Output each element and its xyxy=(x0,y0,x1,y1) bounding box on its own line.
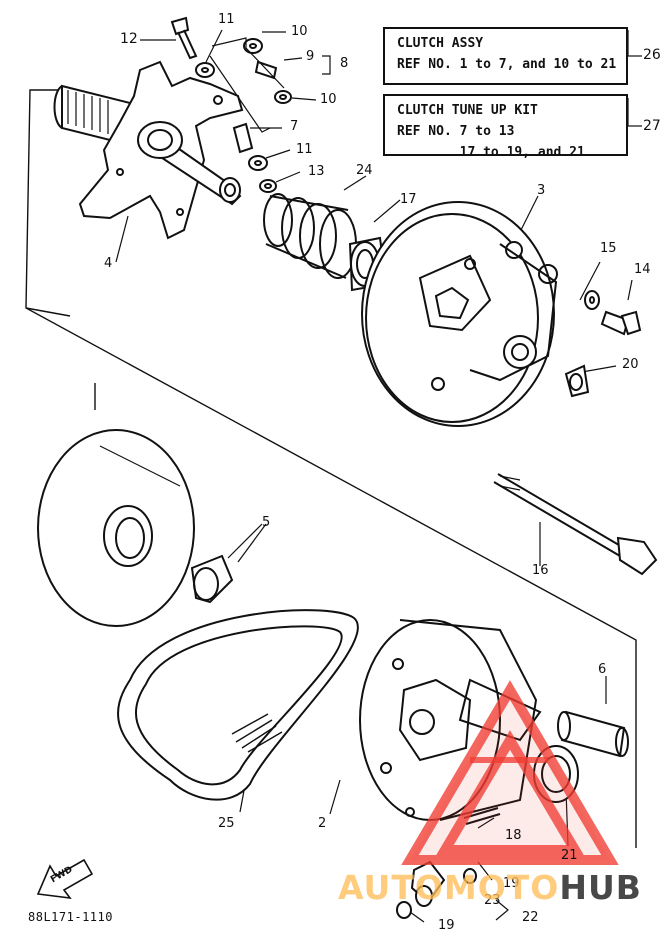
leader-lines xyxy=(115,29,642,923)
part-label-17: 17 xyxy=(400,192,417,207)
clutch-cover xyxy=(361,201,558,427)
part-label-19-bottom: 19 xyxy=(438,918,455,933)
sheave-plate xyxy=(37,429,195,627)
tune-up-kit-box: CLUTCH TUNE UP KIT REF NO. 7 to 13 17 to … xyxy=(383,94,628,160)
pin-sleeve xyxy=(557,710,629,758)
watermark-text: AUTOMOTOHUB xyxy=(338,868,642,907)
part-label-6: 6 xyxy=(598,662,607,677)
part-label-11-top: 11 xyxy=(218,12,235,27)
part-label-23: 23 xyxy=(484,893,501,908)
part-label-5: 5 xyxy=(262,515,271,530)
part-label-4: 4 xyxy=(104,256,113,271)
part-label-16: 16 xyxy=(532,563,549,578)
clutch-assy-title: CLUTCH ASSY xyxy=(397,36,484,51)
part-label-14: 14 xyxy=(634,262,651,277)
bushing xyxy=(190,554,234,604)
watermark-logo xyxy=(401,680,619,865)
part-label-24: 24 xyxy=(356,163,373,178)
ref-27-label: 27 xyxy=(643,118,661,134)
drawing-code: 88L171-1110 xyxy=(28,910,113,924)
bolt-washer-nut xyxy=(564,290,642,398)
part-label-11-mid: 11 xyxy=(296,142,313,157)
fwd-arrow xyxy=(36,858,94,900)
part-label-20: 20 xyxy=(622,357,639,372)
part-label-9: 9 xyxy=(306,49,315,64)
part-label-13: 13 xyxy=(308,164,325,179)
watermark-part-1: AUTO xyxy=(338,868,444,907)
part-label-15: 15 xyxy=(600,241,617,256)
tune-up-kit-refs-2: 17 to 19, and 21 xyxy=(397,145,585,160)
long-bolt xyxy=(493,473,658,576)
spider-hub xyxy=(53,60,244,240)
part-label-7: 7 xyxy=(290,119,299,134)
part-label-3: 3 xyxy=(537,183,546,198)
part-label-12: 12 xyxy=(120,31,138,47)
clutch-assy-refs: REF NO. 1 to 7, and 10 to 21 xyxy=(397,57,617,72)
assembly-outline xyxy=(25,89,637,848)
clutch-assy-box: CLUTCH ASSY REF NO. 1 to 7, and 10 to 21 xyxy=(383,27,628,85)
part-label-22: 22 xyxy=(522,910,539,925)
watermark-part-2: MOTO xyxy=(443,868,560,907)
spring xyxy=(263,193,357,279)
part-label-25: 25 xyxy=(218,816,235,831)
part-label-21: 21 xyxy=(561,848,578,863)
tune-up-kit-refs-1: REF NO. 7 to 13 xyxy=(397,124,515,139)
part-label-10-bottom: 10 xyxy=(320,92,337,107)
ref-26-label: 26 xyxy=(643,47,661,63)
tune-up-kit-title: CLUTCH TUNE UP KIT xyxy=(397,103,538,118)
part-label-10-top: 10 xyxy=(291,24,308,39)
hardware-group xyxy=(170,16,292,193)
part-label-19-top: 19 xyxy=(503,876,520,891)
part-label-18: 18 xyxy=(505,828,522,843)
drive-belt xyxy=(117,609,359,801)
part-label-2: 2 xyxy=(318,816,327,831)
part-label-8: 8 xyxy=(340,56,349,71)
watermark-part-3: HUB xyxy=(559,868,642,907)
